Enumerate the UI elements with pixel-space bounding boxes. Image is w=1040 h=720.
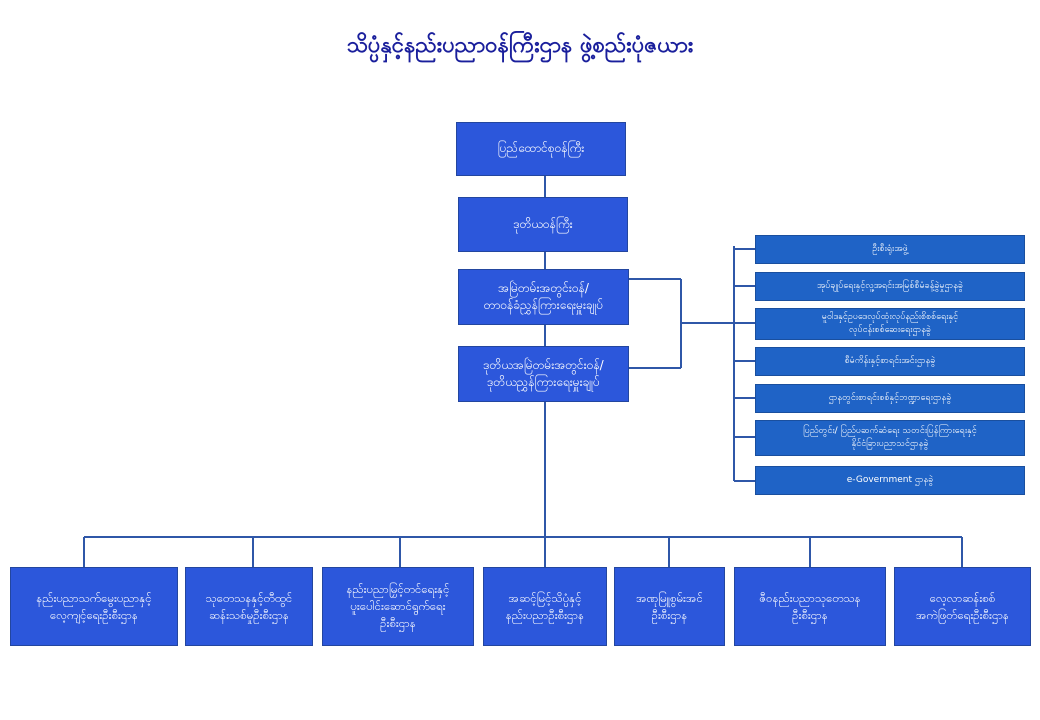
side-unit-box: ဦးစီးရုံးအဖွဲ့ <box>755 235 1025 264</box>
department-label: ဇီဝနည်းပညာသုတေသန ဦးစီးဌာန <box>759 590 861 622</box>
side-unit-label: ပြည်တွင်း/ ပြည်ပဆက်ဆံရေး သတင်းပြန်ကြားရေ… <box>803 425 977 449</box>
union-minister-label: ပြည်ထောင်စုဝန်ကြီး <box>497 141 585 156</box>
department-box: အဏုမြူစွမ်းအင် ဦးစီးဌာန <box>614 567 725 646</box>
permanent-secretary-label: အမြဲတမ်းအတွင်းဝန်/ တာဝန်ခံညွှန်ကြားရေးမှ… <box>483 280 604 312</box>
department-label: သုတေသနနှင့်တီထွင် ဆန်းသစ်မှုဦးစီးဌာန <box>205 590 293 622</box>
permanent-secretary-box: အမြဲတမ်းအတွင်းဝန်/ တာဝန်ခံညွှန်ကြားရေးမှ… <box>458 269 629 325</box>
side-unit-label: ဦးစီးရုံးအဖွဲ့ <box>872 243 908 254</box>
side-unit-box: ဌာနတွင်းစာရင်းစစ်နှင့်ဘဏ္ဍာရေးဌာနခွဲ <box>755 384 1025 413</box>
side-unit-box: စီမံကိန်းနှင့်စာရင်းအင်းဌာနခွဲ <box>755 347 1025 376</box>
department-label: လေ့လာဆန်းစစ် အကဲဖြတ်ရေးဦးစီးဌာန <box>915 590 1010 622</box>
side-unit-label: မူဝါဒနှင့်ဥပဒေလုပ်ထုံးလုပ်နည်းစိစစ်ရေးနှ… <box>821 311 959 335</box>
side-unit-box: အုပ်ချုပ်ရေးနှင့်လူ့အရင်းအမြစ်စီမံခန့်ခွ… <box>755 272 1025 301</box>
side-unit-label: e-Government ဌာနခွဲ <box>846 474 934 485</box>
department-box: လေ့လာဆန်းစစ် အကဲဖြတ်ရေးဦးစီးဌာန <box>894 567 1031 646</box>
union-minister-box: ပြည်ထောင်စုဝန်ကြီး <box>456 122 626 176</box>
deputy-minister-box: ဒုတိယဝန်ကြီး <box>458 197 628 252</box>
department-label: နည်းပညာသက်မွေးပညာနှင့် လေ့ကျင့်ရေးဦးစီးဌ… <box>36 590 152 622</box>
deputy-permanent-secretary-label: ဒုတိယအမြဲတမ်းအတွင်းဝန်/ ဒုတိယညွှန်ကြားရေ… <box>483 357 604 389</box>
deputy-permanent-secretary-box: ဒုတိယအမြဲတမ်းအတွင်းဝန်/ ဒုတိယညွှန်ကြားရေ… <box>458 346 629 402</box>
side-unit-label: အုပ်ချုပ်ရေးနှင့်လူ့အရင်းအမြစ်စီမံခန့်ခွ… <box>817 280 963 291</box>
side-unit-label: စီမံကိန်းနှင့်စာရင်းအင်းဌာနခွဲ <box>844 355 936 366</box>
department-label: အဏုမြူစွမ်းအင် ဦးစီးဌာန <box>636 590 703 622</box>
deputy-minister-label: ဒုတိယဝန်ကြီး <box>513 216 573 231</box>
side-unit-box: မူဝါဒနှင့်ဥပဒေလုပ်ထုံးလုပ်နည်းစိစစ်ရေးနှ… <box>755 308 1025 340</box>
department-box: ဇီဝနည်းပညာသုတေသန ဦးစီးဌာန <box>734 567 886 646</box>
department-box: နည်းပညာသက်မွေးပညာနှင့် လေ့ကျင့်ရေးဦးစီးဌ… <box>10 567 178 646</box>
department-label: နည်းပညာမြှင့်တင်ရေးနှင့် ပူးပေါင်းဆောင်ရ… <box>346 582 450 630</box>
department-box: နည်းပညာမြှင့်တင်ရေးနှင့် ပူးပေါင်းဆောင်ရ… <box>322 567 474 646</box>
side-unit-box: e-Government ဌာနခွဲ <box>755 466 1025 495</box>
side-unit-label: ဌာနတွင်းစာရင်းစစ်နှင့်ဘဏ္ဍာရေးဌာနခွဲ <box>828 392 952 403</box>
chart-title: သိပ္ပံနှင့်နည်းပညာဝန်ကြီးဌာန ဖွဲ့စည်းပုံ… <box>346 33 694 58</box>
department-box: အဆင့်မြင့်သိပ္ပံနှင့် နည်းပညာဦးစီးဌာန <box>483 567 607 646</box>
side-unit-box: ပြည်တွင်း/ ပြည်ပဆက်ဆံရေး သတင်းပြန်ကြားရေ… <box>755 420 1025 456</box>
department-box: သုတေသနနှင့်တီထွင် ဆန်းသစ်မှုဦးစီးဌာန <box>185 567 313 646</box>
department-label: အဆင့်မြင့်သိပ္ပံနှင့် နည်းပညာဦးစီးဌာန <box>505 590 585 622</box>
